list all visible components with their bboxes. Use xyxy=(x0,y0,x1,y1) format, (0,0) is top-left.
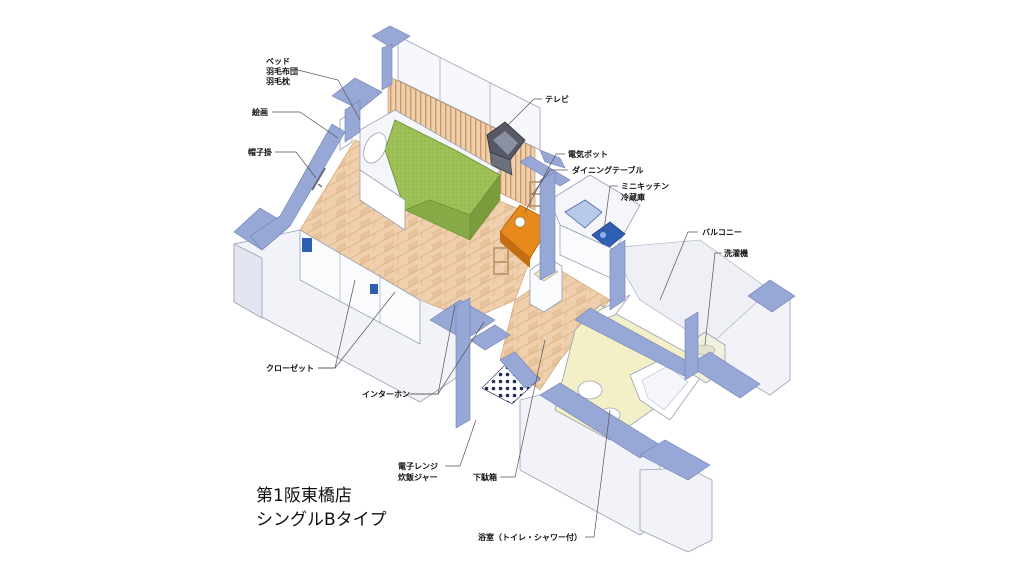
label-shoe-box: 下駄箱 xyxy=(473,472,497,482)
label-closet: クローゼット xyxy=(266,363,314,373)
callout-labels: ベッド 羽毛布団 羽毛枕 絵画 帽子掛 テレビ 電気ポット ダイニングテーブル … xyxy=(248,57,748,542)
closet xyxy=(299,229,421,345)
label-bed-1: ベッド xyxy=(266,57,290,66)
label-rice-cooker: 炊飯ジャー xyxy=(398,472,438,482)
hat-hanger xyxy=(311,167,326,191)
label-washing-machine: 洗濯機 xyxy=(724,248,748,258)
label-hat-hanger: 帽子掛 xyxy=(248,147,273,157)
dining-table xyxy=(493,181,553,275)
title-line-1: 第1阪東橋店 xyxy=(256,486,352,506)
label-mini-kitchen: ミニキッチン xyxy=(621,182,669,191)
label-bed-3: 羽毛枕 xyxy=(266,76,290,86)
label-balcony: バルコニー xyxy=(702,228,742,237)
bed xyxy=(359,109,501,241)
label-tv: テレビ xyxy=(545,94,569,104)
title-line-2: シングルBタイプ xyxy=(256,510,387,530)
label-kettle: 電気ポット xyxy=(568,149,608,159)
label-microwave: 電子レンジ xyxy=(398,461,438,471)
balcony-floor xyxy=(609,239,771,346)
wall-tops xyxy=(233,25,796,481)
label-bed-2: 羽毛布団 xyxy=(266,66,298,76)
label-dining-table: ダイニングテーブル xyxy=(572,165,644,175)
leader-lines xyxy=(272,69,722,538)
mini-kitchen xyxy=(549,174,641,281)
tv xyxy=(486,121,526,176)
label-fridge: 冷蔵庫 xyxy=(621,192,645,202)
label-bathroom: 浴室（トイレ・シャワー付） xyxy=(478,532,582,542)
label-intercom: インターホン xyxy=(362,389,410,399)
label-painting: 絵画 xyxy=(252,107,268,117)
